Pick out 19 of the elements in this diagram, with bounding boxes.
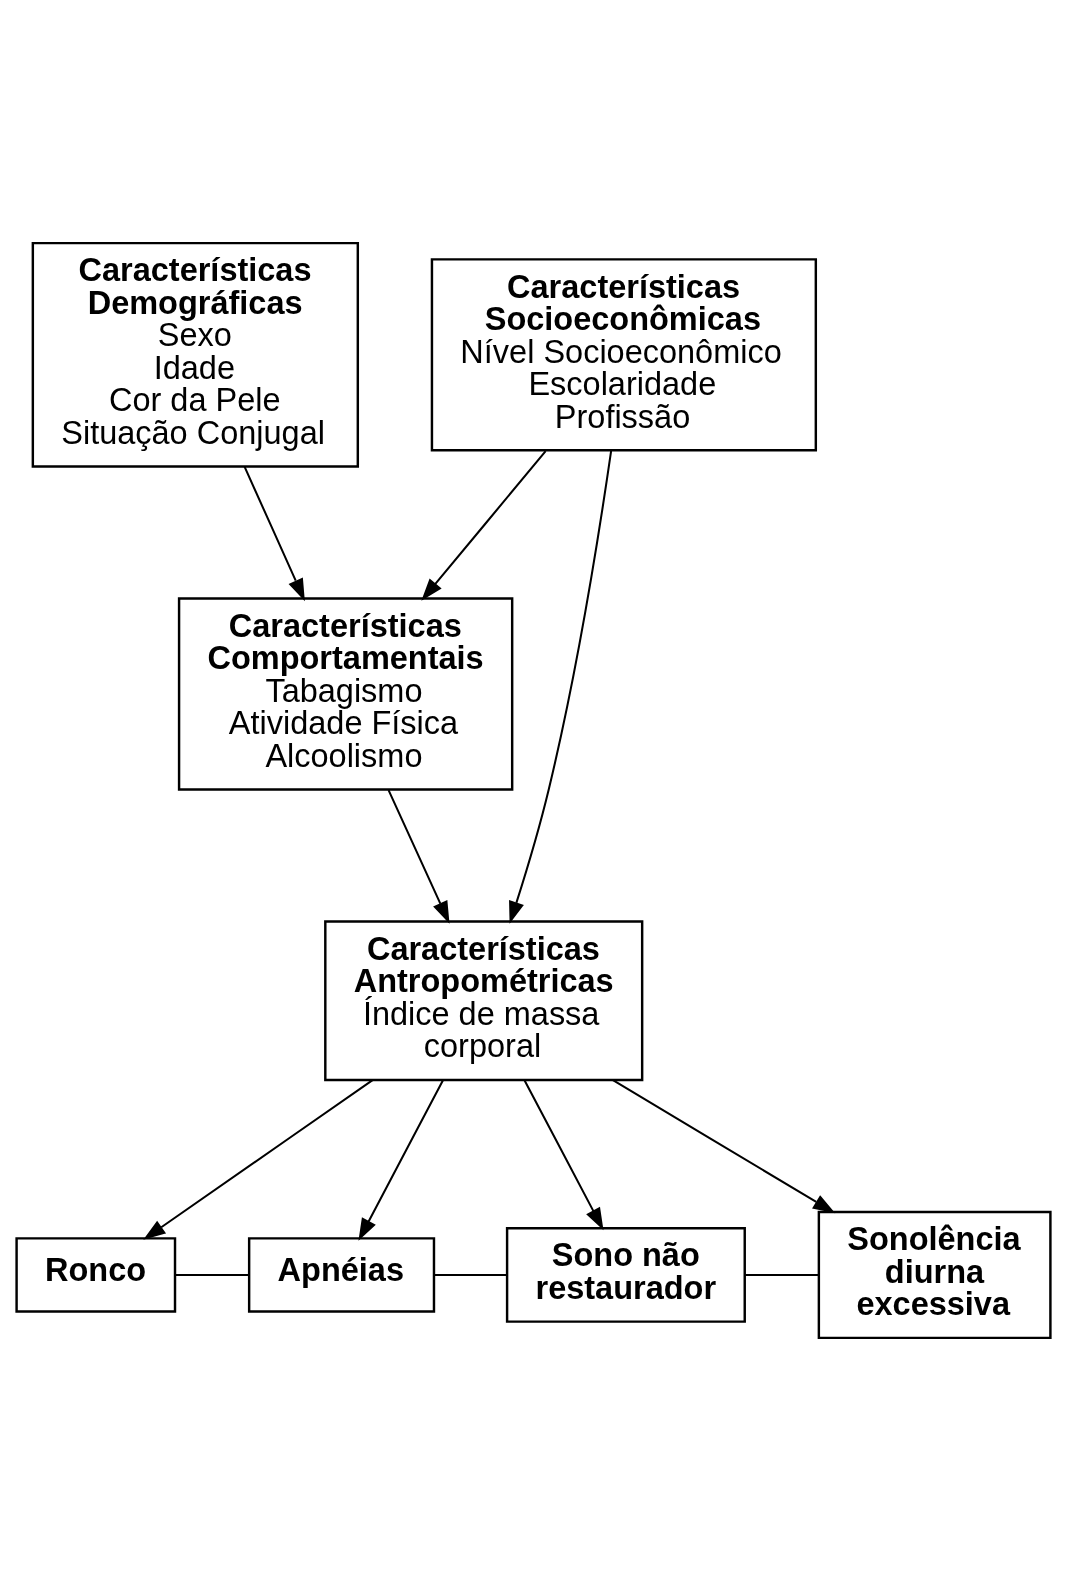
arrow: [243, 466, 305, 602]
connector: [745, 1273, 819, 1276]
arrow: [358, 1079, 444, 1241]
arrow: [421, 450, 547, 601]
node-box: Características Socioeconômicas Nível Socioeconômico Escolaridade Profissão: [430, 258, 818, 452]
arrow: [523, 1079, 604, 1231]
connector: [175, 1273, 249, 1276]
arrow: [387, 789, 450, 924]
node-box: Características Comportamentais Tabagismo Atividade Física Alcoolismo: [177, 597, 514, 791]
arrow: [143, 1079, 374, 1240]
connector: [434, 1273, 507, 1276]
node-box: Ronco: [15, 1237, 177, 1313]
arrow: [612, 1079, 836, 1214]
node-box: Apnéias: [247, 1237, 436, 1313]
node-box: Características Demográficas Sexo Idade Cor da Pele Situação Conjugal: [31, 241, 360, 468]
node-box: Sonolência diurna excessiva: [817, 1210, 1052, 1340]
node-box: Sono não restaurador: [505, 1227, 746, 1323]
arrow: [509, 450, 613, 924]
node-box: Características Antropométricas Índice de massa corporal: [324, 920, 644, 1082]
